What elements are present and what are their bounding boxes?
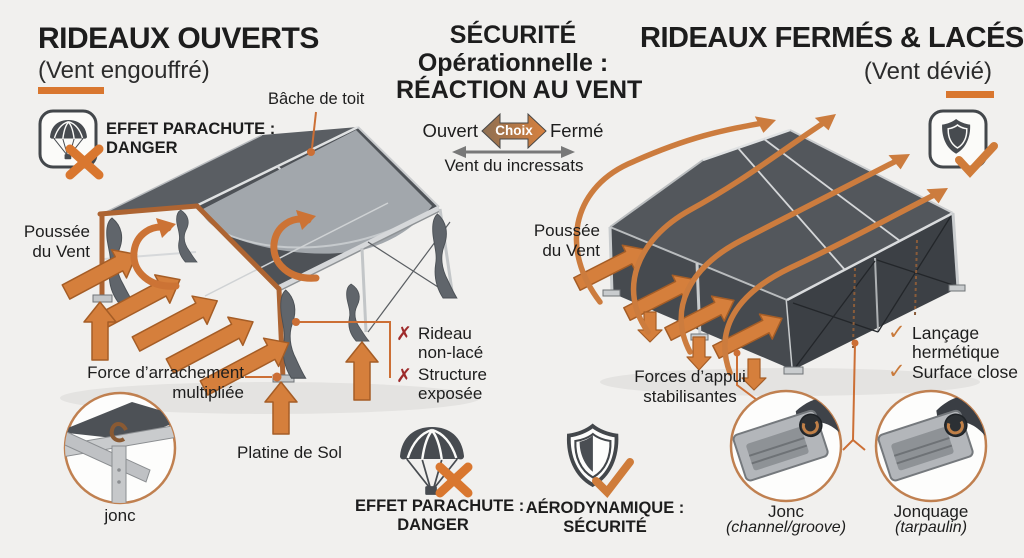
parachute-badge-line1: EFFET PARACHUTE : [106,120,276,138]
lacing-seam [852,267,856,349]
check-mark-text: ✓ [888,321,906,344]
danger-caption: EFFET PARACHUTE : DANGER [355,497,525,535]
wind-push-label-left: Poussée du Vent [16,222,90,261]
callout-connectors-right [733,339,866,451]
wind-arrows-left [61,248,379,435]
left-title-underline [38,87,104,94]
wind-push-line1: Poussée [23,222,90,241]
tarpaulin-detail-inset [874,389,988,503]
jonquage-detail-subtitle: (tarpaulin) [894,519,968,536]
check-mark-icon [592,458,634,499]
stabilizing-forces-line1: Forces d’appui [634,367,746,386]
parachute-badge-line2: DANGER [106,139,178,157]
left-panel-title: RIDEAUX OUVERTS [38,22,319,55]
stabilizing-forces-label: Forces d’appui stabilisantes [626,367,754,406]
tearing-force-label: Force d’arrachement multipliée [86,363,244,402]
center-title-line1: SÉCURITÉ [449,21,577,49]
right-panel-title: RIDEAUX FERMÉS & LACÉS [640,22,1024,54]
jonc-detail-inset [63,391,177,505]
stabilizing-down-arrows [637,311,767,391]
wind-push-line2: du Vent [542,240,600,260]
danger-caption-line2: DANGER [397,515,469,534]
center-title-line3: RÉACTION AU VENT [396,76,643,104]
closed-tent-illustration [600,128,980,396]
check-mark-icon [955,142,998,178]
x-mark-icon [435,462,473,498]
center-title-line2: Opérationnelle : [417,48,609,77]
choice-center-label: Choix [495,123,533,138]
tent-frame [97,203,286,381]
risk1-line2: non-lacé [418,343,484,362]
right-title-underline [946,91,994,98]
callout-connectors-left [245,111,391,382]
jonc-detail-subtitle: (channel/groove) [725,519,847,536]
channel-detail-inset [729,389,843,503]
choice-caption: Vent du incressats [444,156,584,175]
choice-arrow [452,112,575,158]
closed-surface-label: Surface close [912,362,1019,382]
safety-caption-line2: SÉCURITÉ [563,517,647,536]
lacing-seam [914,239,918,316]
center-title: SÉCURITÉ Opérationnelle : RÉACTION AU VE… [396,21,643,105]
x-mark-icon [65,144,104,180]
roof-tarp-label: Bâche de toit [268,90,365,108]
parachute-effect-icon [398,425,473,498]
right-panel-subtitle: (Vent dévié) [863,58,992,85]
seal-line1: Lançage [912,323,980,343]
danger-caption-line1: EFFET PARACHUTE : [355,497,525,515]
risk2-line2: exposée [418,384,483,403]
tearing-force-line1: Force d’arrachement [87,363,244,382]
tearing-force-line2: multipliée [172,382,244,402]
wind-push-label-right: Poussée du Vent [524,221,600,260]
choice-closed-label: Fermé [550,120,604,141]
wind-push-line1: Poussée [533,221,600,240]
jonquage-detail-title: Jonquage [893,502,969,521]
jonc-detail-title: Jonc [768,502,804,521]
choice-open-label: Ouvert [422,120,478,141]
safety-caption: AÉRODYNAMIQUE : SÉCURITÉ [517,499,693,537]
shield-safe-badge [928,109,998,178]
left-panel-subtitle: (Vent engouffré) [38,57,210,84]
aerodynamic-shield-icon [566,424,634,499]
risk2-line1: Structure [418,365,487,384]
seal-line2: hermétique [912,342,1000,362]
wind-push-line2: du Vent [32,241,90,261]
deflected-wind-streamlines [573,114,948,376]
x-mark-text: ✗ [396,324,412,345]
jonc-label: jonc [104,506,136,525]
risk1-line1: Rideau [418,324,472,343]
parachute-danger-badge [38,109,104,180]
x-mark-text: ✗ [396,366,412,387]
safety-caption-line1: AÉRODYNAMIQUE : [525,499,685,517]
uplift-swirl-arrows [130,210,320,290]
ground-plate-label: Platine de Sol [237,443,342,462]
check-mark-text: ✓ [888,360,906,383]
stabilizing-forces-line2: stabilisantes [643,386,737,406]
